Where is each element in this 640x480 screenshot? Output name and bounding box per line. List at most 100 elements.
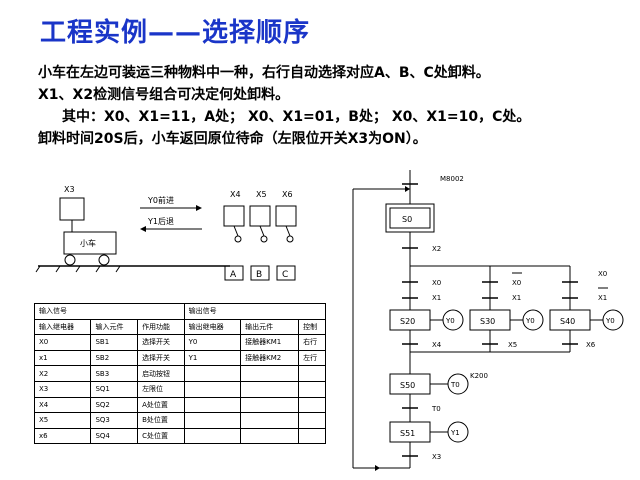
table-cell: Y0 (183, 334, 242, 351)
s30-output (522, 309, 544, 331)
table-cell (240, 427, 300, 445)
x2-label: X2 (432, 245, 441, 253)
table-cell: 选择开关 (137, 349, 185, 367)
table-cell: x1 (33, 349, 92, 367)
table-cell: SQ4 (90, 427, 139, 445)
table-cell: SQ1 (90, 380, 139, 398)
input-header: 输入信号 (34, 303, 185, 320)
s50-t0-label: T0 (450, 381, 460, 389)
step-s40-label: S40 (560, 317, 575, 326)
table-cell (240, 365, 300, 382)
table-cell: X2 (33, 365, 92, 382)
b2-x1-label: X1 (512, 294, 521, 302)
table-cell: A处位置 (137, 396, 185, 414)
b3-x0-label: X0 (598, 270, 607, 278)
b1-x1-label: X1 (432, 294, 441, 302)
table-cell (298, 427, 326, 445)
cart-wheel-right (98, 254, 110, 266)
x5-label: X5 (508, 341, 517, 349)
step-s0-inner (389, 207, 431, 229)
s20-output (442, 309, 464, 331)
description-line-2: X1、X2检测信号组合可决定何处卸料。 (38, 87, 290, 103)
table-cell: SQ3 (90, 412, 139, 429)
x6-label: X6 (586, 341, 596, 349)
table-cell: SB1 (90, 334, 139, 351)
table-cell: X4 (33, 396, 92, 414)
table-cell (240, 396, 300, 414)
cart-wheel-left (64, 254, 76, 266)
table-cell (298, 365, 326, 382)
io-header-row: 输入信号 输出信号 (34, 303, 327, 320)
table-cell: X5 (33, 412, 92, 429)
table-cell (298, 396, 326, 414)
table-cell (298, 412, 326, 429)
s20-y0-label: Y0 (445, 317, 455, 325)
column-header: 输出继电器 (183, 318, 242, 336)
station-a (224, 265, 244, 281)
limit-switch-x3 (59, 197, 85, 221)
description-line-1: 小车在左边可装运三种物料中一种，右行自动选择对应A、B、C处卸料。 (38, 65, 490, 81)
page-title: 工程实例——选择顺序 (40, 18, 311, 48)
table-cell: 接触器KM2 (240, 349, 300, 367)
table-cell: C处位置 (137, 427, 185, 445)
b2-x0-label: X0 (512, 279, 521, 287)
s51-y1-label: Y1 (450, 429, 460, 437)
x3-cond-label: X3 (432, 453, 441, 461)
table-cell (240, 412, 300, 429)
description-line-4: 卸料时间20S后，小车返回原位待命（左限位开关X3为ON）。 (38, 131, 427, 147)
station-b-label: B (256, 270, 262, 280)
table-cell: B处位置 (137, 412, 185, 429)
sensor-x4-label: X4 (230, 190, 241, 199)
station-b (250, 265, 270, 281)
table-cell (240, 380, 300, 398)
s51-output (447, 421, 469, 443)
table-cell: Y1 (183, 349, 242, 367)
table-cell (298, 380, 326, 398)
k200-label: K200 (470, 372, 488, 380)
description-line-3: 其中：X0、X1=11，A处； X0、X1=01，B处； X0、X1=10，C处… (62, 109, 531, 125)
s50-timer (447, 373, 469, 395)
sensor-x5 (249, 205, 271, 227)
table-cell: 左行 (298, 349, 326, 367)
station-c (276, 265, 296, 281)
step-s30-label: S30 (480, 317, 495, 326)
io-columns-row: 输入继电器 输入元件 作用功能 输出继电器 输出元件 控制 (33, 318, 326, 336)
step-s50-label: S50 (400, 381, 415, 390)
table-cell: SB3 (90, 365, 139, 382)
table-cell (183, 396, 242, 414)
s40-y0-label: Y0 (605, 317, 615, 325)
table-cell: SQ2 (90, 396, 139, 414)
table-cell: x6 (33, 427, 92, 445)
sensor-x6 (275, 205, 297, 227)
cart-label: 小车 (80, 238, 96, 248)
table-cell: X3 (33, 380, 92, 398)
table-cell (183, 427, 242, 445)
sensor-x5-label: X5 (256, 190, 267, 199)
y1-back-label: Y1后退 (147, 216, 174, 226)
station-a-label: A (230, 270, 237, 280)
step-s51-label: S51 (400, 429, 415, 438)
table-cell: 接触器KM1 (240, 334, 300, 351)
m8002-label: M8002 (440, 175, 464, 183)
table-cell: 左限位 (137, 380, 185, 398)
table-cell (183, 412, 242, 429)
table-cell: SB2 (90, 349, 139, 367)
column-header: 输出元件 (240, 318, 300, 336)
output-header: 输出信号 (183, 303, 327, 320)
sensor-x6-label: X6 (282, 190, 293, 199)
x4-label: X4 (432, 341, 442, 349)
x3-label: X3 (64, 185, 75, 194)
step-s0-label: S0 (402, 215, 412, 224)
b1-x0-label: X0 (432, 279, 441, 287)
s30-y0-label: Y0 (525, 317, 535, 325)
column-header: 作用功能 (137, 318, 185, 336)
table-cell: X0 (33, 334, 92, 351)
step-s20-label: S20 (400, 317, 415, 326)
